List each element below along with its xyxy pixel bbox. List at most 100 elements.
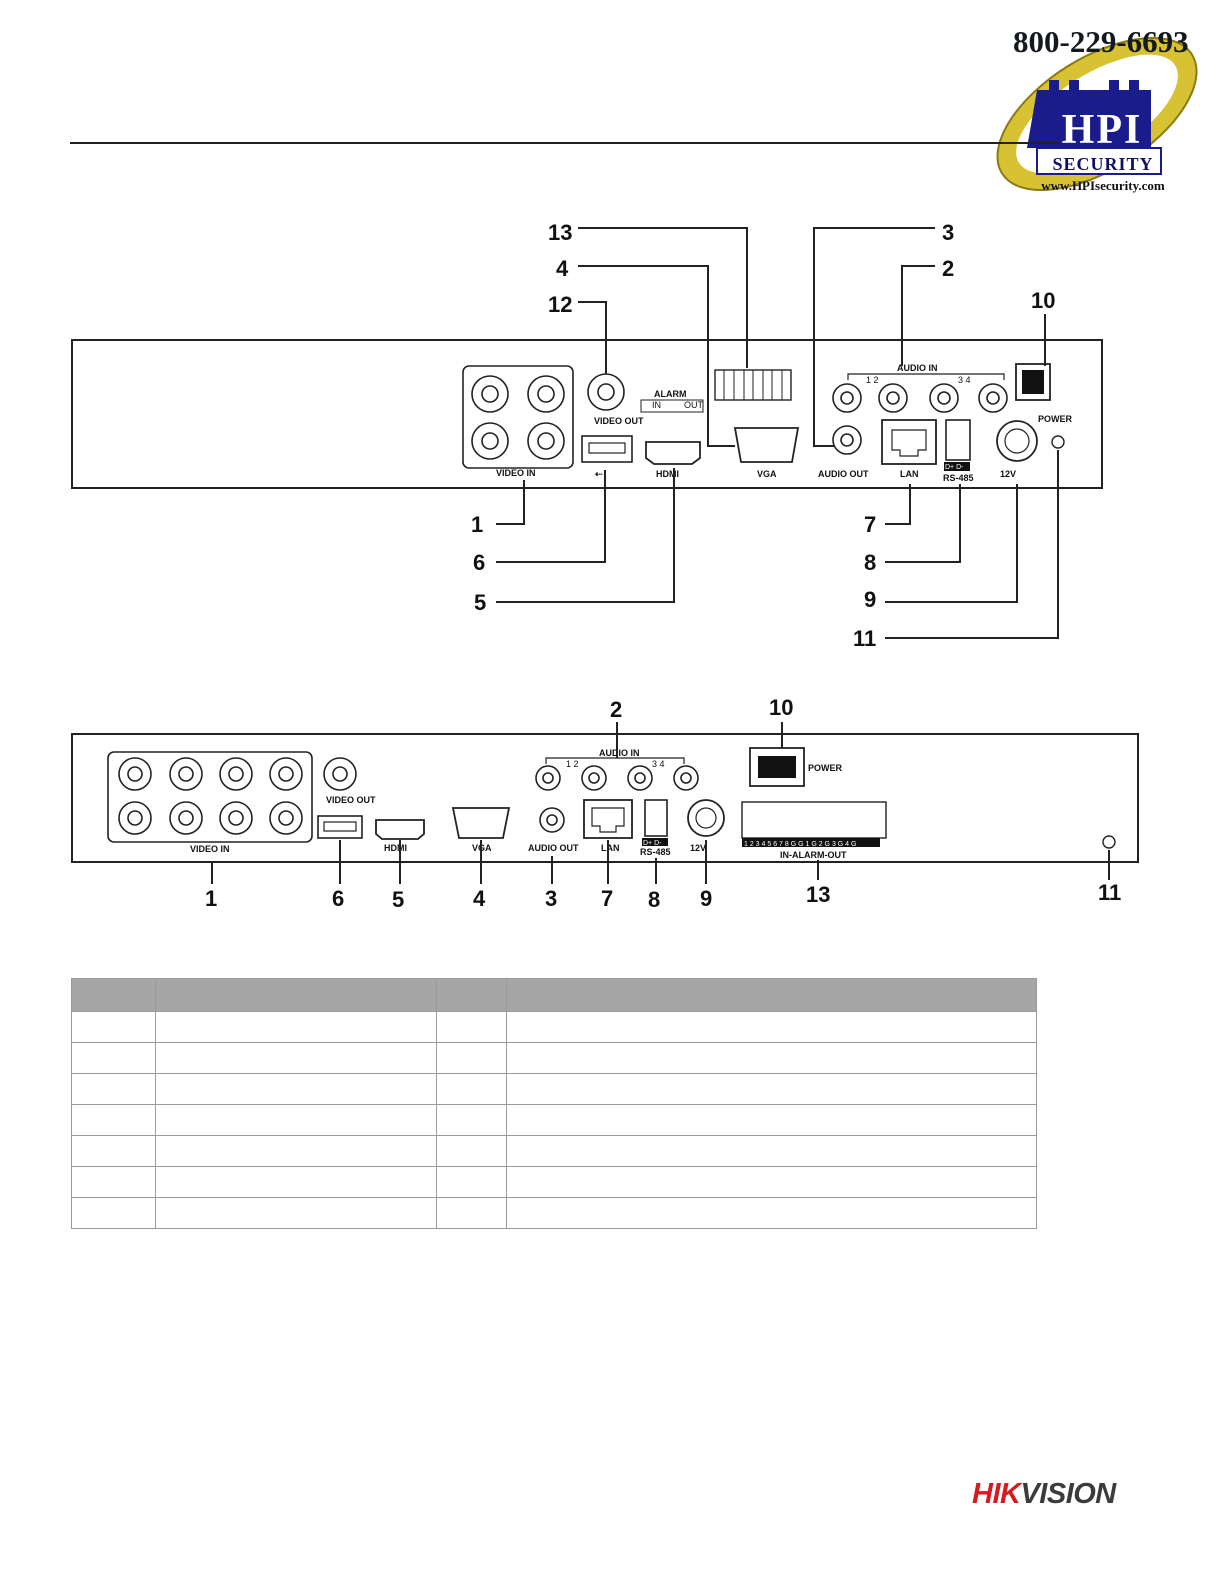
- callout-4: 4: [473, 886, 486, 911]
- table-row: [71, 1197, 1038, 1229]
- lan-label: LAN: [900, 469, 919, 479]
- table-cell: [71, 1042, 156, 1074]
- alarm-pins-label: 1 2 3 4 5 6 7 8 G G 1 G 2 G 3 G 4 G: [744, 841, 856, 848]
- table-header-cell: [435, 978, 507, 1012]
- callout-1: 1: [471, 512, 483, 537]
- rs485-label: RS-485: [640, 847, 671, 857]
- audio-out-label: AUDIO OUT: [818, 469, 869, 479]
- video-out-label: VIDEO OUT: [326, 795, 376, 805]
- rear-panel-diagram-4ch: VIDEO IN VIDEO OUT ⇠ ALARM IN OUT HDMI V…: [71, 220, 1103, 651]
- callout-1: 1: [205, 886, 217, 911]
- table-row: [71, 1166, 1038, 1198]
- rs485-port: [644, 799, 668, 837]
- audio-in-label: AUDIO IN: [897, 363, 938, 373]
- table-cell: [154, 1073, 437, 1105]
- table-cell: [435, 1042, 507, 1074]
- rca-connector: [535, 765, 699, 833]
- callout-11: 11: [1098, 880, 1121, 905]
- rear-panel-table: [71, 978, 1038, 1229]
- rs485-port: [945, 419, 971, 461]
- logo-brand: HPI: [1061, 107, 1143, 153]
- table-cell: [435, 1104, 507, 1136]
- table-cell: [505, 1073, 1038, 1105]
- audio-out-label: AUDIO OUT: [528, 843, 579, 853]
- table-cell: [435, 1011, 507, 1043]
- vga-label: VGA: [472, 843, 492, 853]
- callout-lines: [496, 227, 1059, 639]
- table-cell: [505, 1104, 1038, 1136]
- hpi-security-logo: 800-229-6693 HPI SECURITY www.HPIsecurit…: [985, 14, 1203, 210]
- lan-label: LAN: [601, 843, 620, 853]
- audio-in-label: AUDIO IN: [599, 748, 640, 758]
- rs485-pins-label: D+ D-: [945, 464, 964, 471]
- callout-13: 13: [806, 882, 830, 907]
- vga-port: [451, 807, 511, 839]
- bnc-connector: [471, 373, 625, 460]
- header-rule: [70, 142, 1060, 144]
- audio-in-34-label: 3 4: [652, 759, 665, 769]
- video-in-group: [462, 365, 574, 469]
- audio-in-12-label: 1 2: [866, 375, 879, 385]
- alarm-label: ALARM: [654, 389, 687, 399]
- callout-2: 2: [942, 256, 954, 281]
- callout-13: 13: [548, 220, 572, 245]
- alarm-in-label: IN: [652, 400, 661, 410]
- usb-icon: ⇠: [595, 469, 603, 479]
- table-cell: [505, 1042, 1038, 1074]
- vga-label: VGA: [757, 469, 777, 479]
- callout-5: 5: [392, 887, 404, 912]
- table-cell: [154, 1197, 437, 1229]
- callout-9: 9: [700, 886, 712, 911]
- table-cell: [154, 1011, 437, 1043]
- rca-connector: [832, 383, 1008, 455]
- audio-in-34-label: 3 4: [958, 375, 971, 385]
- video-in-label: VIDEO IN: [496, 468, 536, 478]
- alarm-terminal-block: [741, 801, 887, 839]
- callout-10: 10: [1031, 288, 1055, 313]
- hikvision-logo: HIKVISION: [972, 1478, 1142, 1510]
- table-cell: [154, 1104, 437, 1136]
- ground-icon: [1051, 435, 1065, 449]
- callout-8: 8: [864, 550, 876, 575]
- dc-power-jack: [687, 799, 725, 837]
- power-label: POWER: [1038, 414, 1073, 424]
- table-cell: [505, 1197, 1038, 1229]
- table-cell: [71, 1073, 156, 1105]
- callout-7: 7: [864, 512, 876, 537]
- table-row: [71, 1135, 1038, 1167]
- table-cell: [71, 1104, 156, 1136]
- logo-phone: 800-229-6693: [1013, 24, 1189, 59]
- table-header-cell: [71, 978, 156, 1012]
- callout-7: 7: [601, 886, 613, 911]
- table-row: [71, 1011, 1038, 1043]
- audio-in-12-label: 1 2: [566, 759, 579, 769]
- bnc-connector: [118, 757, 357, 835]
- table-row: [71, 1073, 1038, 1105]
- alarm-pin-block: [640, 399, 704, 413]
- callout-6: 6: [332, 886, 344, 911]
- rs485-label: RS-485: [943, 473, 974, 483]
- callout-3: 3: [545, 886, 557, 911]
- video-in-label: VIDEO IN: [190, 844, 230, 854]
- callout-5: 5: [474, 590, 486, 615]
- power-label: POWER: [808, 763, 843, 773]
- video-in-group: [107, 751, 313, 843]
- callout-9: 9: [864, 587, 876, 612]
- callout-11: 11: [853, 626, 876, 651]
- callout-lines: [211, 722, 1110, 884]
- logo-subtitle: SECURITY: [1052, 154, 1154, 174]
- table-cell: [71, 1166, 156, 1198]
- table-header-row: [71, 978, 1038, 1012]
- table-cell: [71, 1011, 156, 1043]
- vga-port: [733, 427, 800, 463]
- rs485-pins-label: D+ D-: [643, 840, 662, 847]
- table-cell: [154, 1042, 437, 1074]
- ground-icon: [1102, 835, 1116, 849]
- logo-brand-dark: VISION: [1020, 1478, 1116, 1510]
- table-cell: [505, 1135, 1038, 1167]
- callout-3: 3: [942, 220, 954, 245]
- table-cell: [154, 1166, 437, 1198]
- dc-label: 12V: [690, 843, 706, 853]
- table-cell: [435, 1166, 507, 1198]
- table-cell: [505, 1166, 1038, 1198]
